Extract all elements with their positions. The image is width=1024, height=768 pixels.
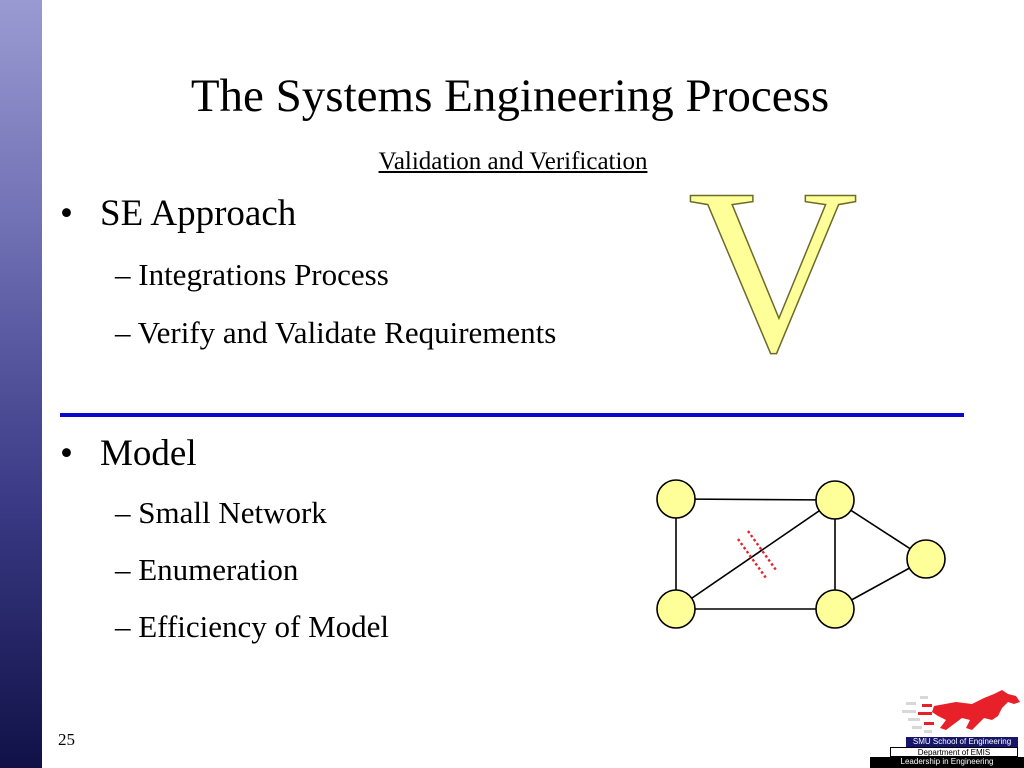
network-node <box>656 479 696 519</box>
logo-tagline-label: Leadership in Engineering <box>870 757 1024 768</box>
logo-school-label: SMU School of Engineering <box>906 737 1018 747</box>
bullet-dot: • <box>60 433 73 474</box>
big-v-glyph: V <box>688 158 858 368</box>
network-edge <box>675 499 836 610</box>
slide-subtitle: Validation and Verification <box>378 148 648 175</box>
big-v-letter: V <box>687 158 859 368</box>
network-node <box>906 539 946 579</box>
cut-mark <box>737 538 767 579</box>
side-gradient-bar <box>0 0 42 768</box>
sub-item-enumeration: – Enumeration <box>115 552 299 587</box>
network-edge <box>675 498 836 501</box>
network-diagram <box>656 479 946 629</box>
network-node <box>815 589 855 629</box>
sub-item-efficiency: – Efficiency of Model <box>115 609 390 644</box>
bullet-se-approach: • SE Approach <box>60 192 296 236</box>
logo-department-label: Department of EMIS <box>890 747 1018 757</box>
sub-item-verify-validate: – Verify and Validate Requirements <box>115 315 557 350</box>
bullet-label: SE Approach <box>100 193 297 234</box>
slide-title: The Systems Engineering Process <box>190 70 830 122</box>
network-node <box>815 480 855 520</box>
cut-mark <box>747 530 777 571</box>
smu-mustang-logo-icon <box>902 690 1020 733</box>
bullet-label: Model <box>100 433 197 474</box>
bullet-dot: • <box>60 193 73 234</box>
sub-item-integrations: – Integrations Process <box>115 257 389 292</box>
page-number: 25 <box>58 730 75 749</box>
section-divider <box>60 413 964 417</box>
bullet-model: • Model <box>60 432 197 476</box>
sub-item-small-network: – Small Network <box>115 495 327 530</box>
network-node <box>656 589 696 629</box>
